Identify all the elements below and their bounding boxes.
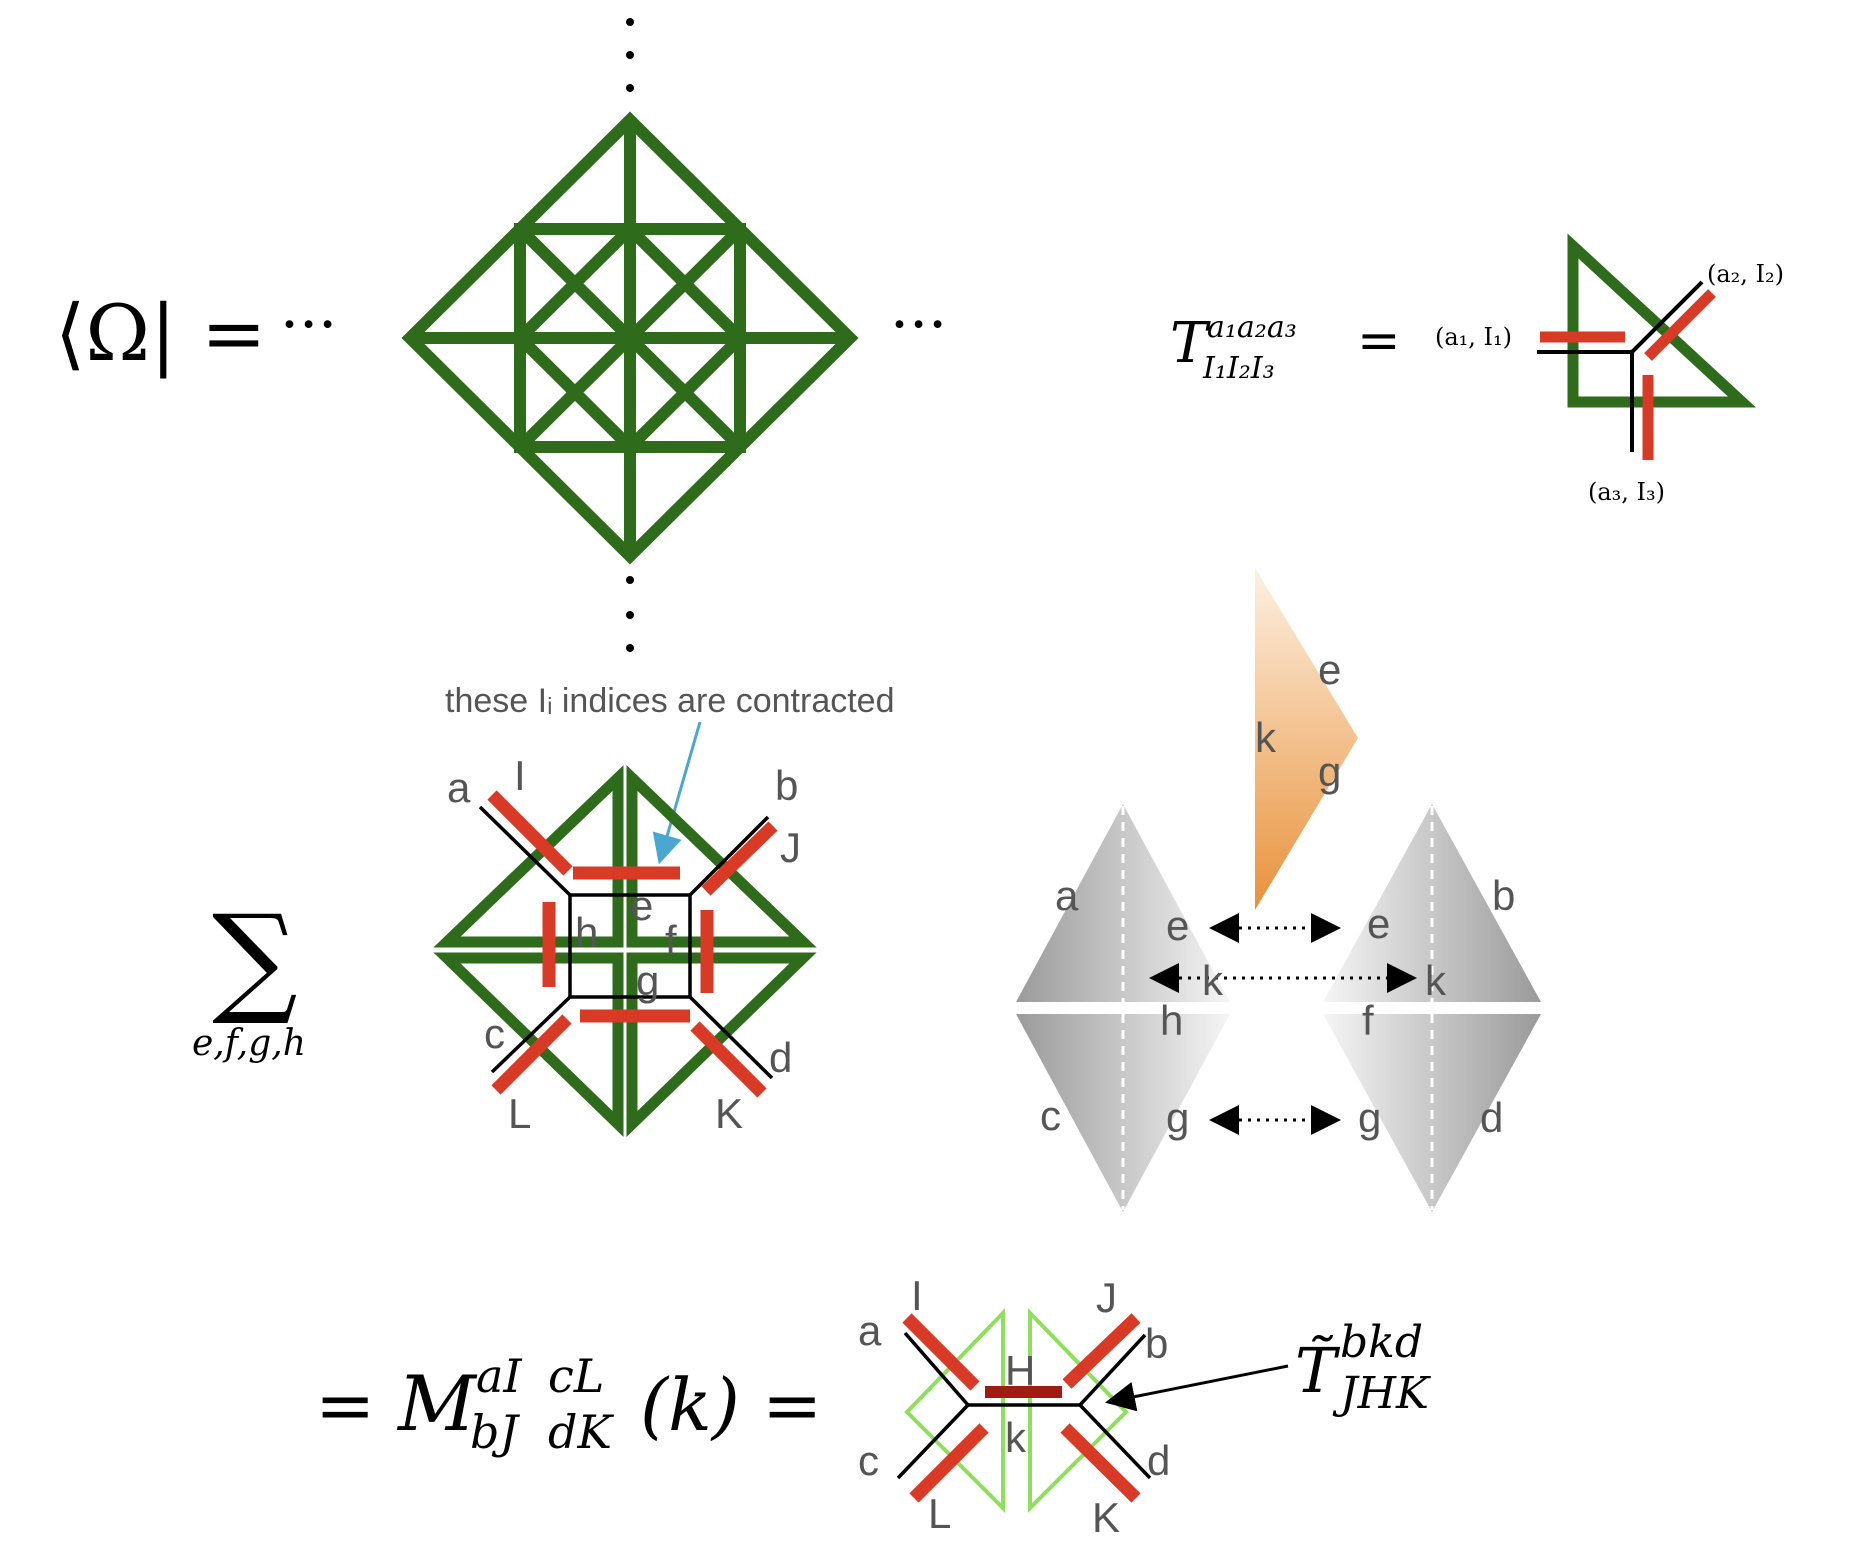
label-I: I	[514, 752, 526, 799]
note-arrow	[652, 721, 702, 865]
label-J: J	[780, 824, 801, 871]
tensor-definition-group: T a₁a₂a₃ I₁I₂I₃ = (a₁, I₁) (a₂, I₂) (a₃,…	[1170, 233, 1784, 506]
contraction-black-legs	[478, 805, 774, 1080]
tensor-symbol: T	[1170, 311, 1211, 376]
label-c: c	[484, 1010, 505, 1057]
bottom-red-bars	[902, 1313, 1141, 1503]
tensor-equals: =	[1357, 311, 1401, 371]
M-sub1: bJ	[470, 1405, 520, 1459]
tilde-T-arrow	[1105, 1364, 1289, 1412]
gray-left-c: c	[1040, 1092, 1061, 1139]
tilde-T-symbol: T̃	[1295, 1334, 1341, 1407]
label-e: e	[630, 882, 653, 929]
bottom-eq-suffix: =	[762, 1363, 822, 1447]
bottom-label-d: d	[1147, 1437, 1170, 1484]
tensor-leg3-label: (a₃, I₃)	[1588, 478, 1665, 506]
gray-left-k: k	[1202, 957, 1224, 1004]
orange-triangle	[1255, 568, 1358, 910]
label-h: h	[575, 909, 598, 956]
label-a: a	[447, 764, 471, 811]
bottom-eq-prefix: =	[315, 1363, 375, 1447]
green-triangulated-lattice	[401, 111, 859, 565]
gray-left-h: h	[1160, 997, 1183, 1044]
gray-right-e: e	[1367, 900, 1390, 947]
bottom-label-J: J	[1096, 1274, 1117, 1321]
tensor-leg2-label: (a₂, I₂)	[1707, 260, 1784, 288]
contraction-labels: a I b J c L d K e f g h	[447, 752, 801, 1137]
tensor-triangle	[1537, 233, 1757, 460]
label-K: K	[715, 1090, 743, 1137]
sum-indices: e,f,g,h	[192, 1023, 306, 1064]
bottom-black-legs	[896, 1331, 1152, 1480]
tensor-leg1-label: (a₁, I₁)	[1435, 323, 1512, 351]
bottom-label-H: H	[1005, 1347, 1035, 1394]
gray-left-e: e	[1166, 902, 1189, 949]
gray-left-g: g	[1166, 1094, 1189, 1141]
contraction-red-bars	[487, 790, 778, 1098]
omega-dots-right: ···	[890, 290, 947, 360]
contracted-note: these Iᵢ indices are contracted	[445, 682, 895, 720]
omega-dots-left: ···	[280, 290, 337, 360]
tensor-superscript: a₁a₂a₃	[1207, 310, 1297, 345]
label-L: L	[508, 1090, 531, 1137]
gray-right-f: f	[1362, 997, 1374, 1044]
bottom-label-c: c	[858, 1437, 879, 1484]
gray-orange-diagram: e k g a e k h c g b e k f g d	[1016, 568, 1541, 1212]
M-symbol: M	[396, 1359, 478, 1448]
bottom-label-a: a	[858, 1307, 882, 1354]
omega-lhs: ⟨Ω| =	[55, 289, 267, 379]
gray-right-d: d	[1480, 1094, 1503, 1141]
bottom-label-k: k	[1005, 1414, 1027, 1461]
bottom-equation-group: = M aI bJ cL dK (k) = I a J	[315, 1272, 1431, 1541]
vertical-dots-top	[626, 18, 634, 92]
label-f: f	[665, 917, 677, 964]
vertical-dots-bottom	[626, 576, 634, 652]
gray-right-b: b	[1492, 872, 1515, 919]
M-sup1: aI	[476, 1349, 522, 1403]
gray-left-a: a	[1055, 872, 1079, 919]
sum-symbol: ∑	[212, 890, 298, 1029]
label-g: g	[636, 957, 659, 1004]
contraction-group: ∑ e,f,g,h these Iᵢ indices are contracte…	[192, 682, 895, 1138]
bottom-label-I: I	[911, 1272, 923, 1319]
label-b: b	[775, 762, 798, 809]
M-arg: (k)	[640, 1363, 740, 1447]
M-sub2: dK	[548, 1405, 614, 1459]
label-d: d	[769, 1034, 792, 1081]
M-sup2: cL	[548, 1349, 604, 1403]
bottom-label-L: L	[928, 1490, 951, 1537]
orange-label-e: e	[1318, 646, 1341, 693]
orange-label-g: g	[1318, 748, 1341, 795]
tilde-T-sub: JHK	[1332, 1368, 1431, 1419]
bottom-label-K: K	[1092, 1494, 1120, 1541]
orange-label-k: k	[1255, 714, 1277, 761]
omega-state-group: ⟨Ω| = ··· ···	[55, 18, 947, 652]
tilde-T-sup: bkd	[1340, 1317, 1423, 1368]
tensor-subscript: I₁I₂I₃	[1202, 351, 1275, 386]
gray-right-g: g	[1358, 1094, 1381, 1141]
bottom-label-b: b	[1145, 1320, 1168, 1367]
gray-right-k: k	[1425, 957, 1447, 1004]
